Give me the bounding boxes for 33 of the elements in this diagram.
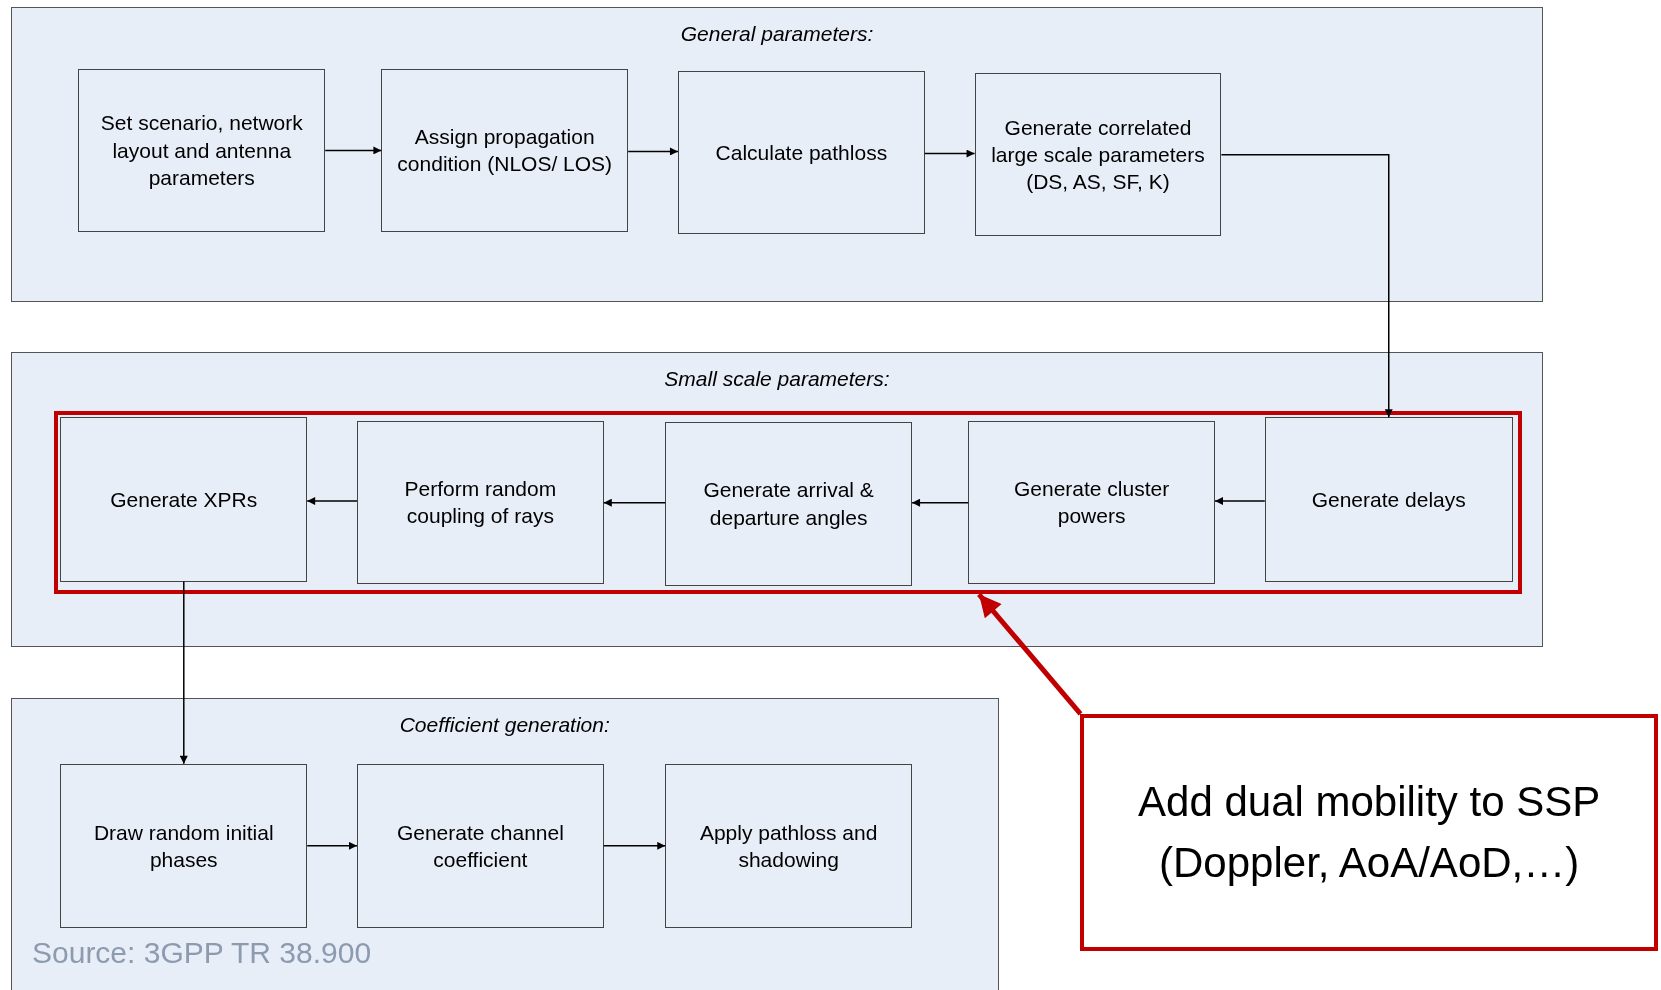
- arrow: [1220, 153, 1393, 419]
- panel-heading: Coefficient generation:: [398, 713, 611, 738]
- callout-box: Add dual mobility to SSP (Doppler, AoA/AoD,…): [1080, 713, 1658, 952]
- arrow: [603, 498, 666, 507]
- process-box: Generate channel coefficient: [356, 763, 604, 928]
- process-box: Generate XPRs: [60, 417, 308, 582]
- arrow: [306, 841, 358, 850]
- process-box: Generate correlated large scale parameters (DS, AS, SF, K): [974, 73, 1222, 237]
- panel-background: [10, 7, 1544, 302]
- process-box: Generate cluster powers: [968, 420, 1215, 584]
- process-box: Assign propagation condition (NLOS/ LOS): [381, 68, 629, 232]
- process-box: Generate delays: [1264, 417, 1513, 582]
- panel-background: [10, 351, 1544, 648]
- arrow: [627, 147, 679, 156]
- arrow: [324, 146, 383, 155]
- process-box: Set scenario, network layout and antenna parameters: [78, 68, 326, 232]
- process-box: Calculate pathloss: [677, 70, 925, 235]
- process-box: Generate arrival & departure angles: [665, 421, 913, 586]
- arrow: [977, 592, 1083, 716]
- process-box: Perform random coupling of rays: [356, 420, 604, 584]
- panel-heading: General parameters:: [679, 22, 875, 47]
- arrow: [179, 580, 188, 765]
- highlight-frame: [54, 411, 1523, 595]
- panel-background: [10, 698, 999, 990]
- panel-heading: Small scale parameters:: [663, 366, 891, 391]
- source-note: Source: 3GPP TR 38.900: [32, 936, 372, 970]
- arrow: [924, 149, 976, 158]
- process-box: Apply pathloss and shadowing: [665, 763, 913, 928]
- process-box: Draw random initial phases: [60, 763, 308, 928]
- arrow: [1214, 497, 1266, 506]
- arrow: [911, 498, 969, 507]
- arrow: [603, 841, 666, 850]
- arrow: [306, 497, 358, 506]
